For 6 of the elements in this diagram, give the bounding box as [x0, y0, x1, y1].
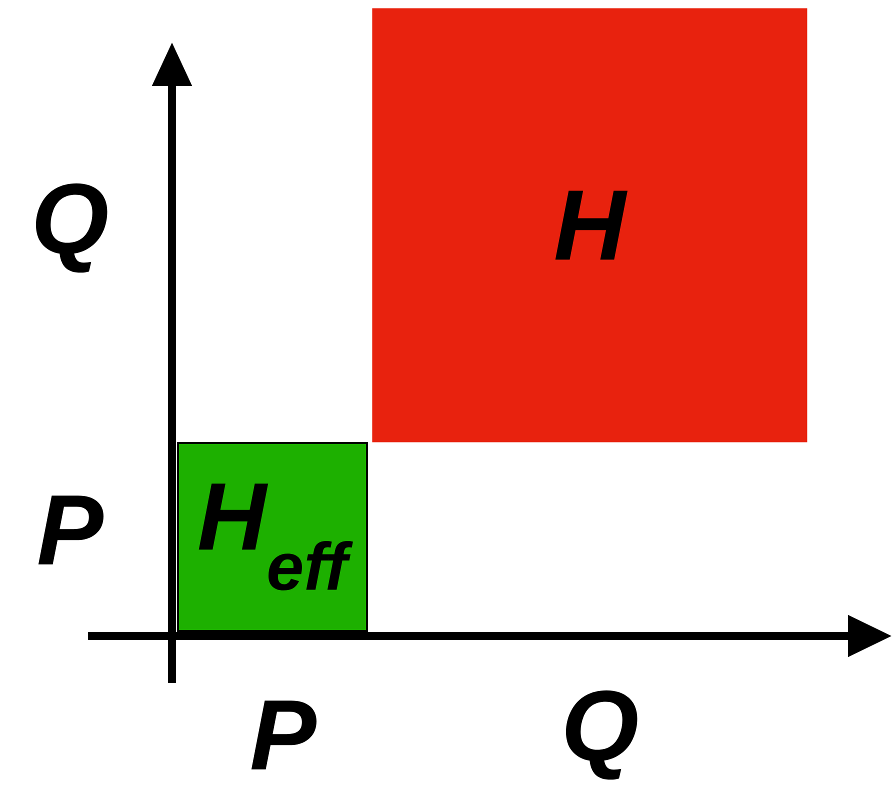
axis-label: P [251, 700, 316, 770]
axis-label: Q [36, 183, 108, 273]
box: H [372, 8, 808, 442]
box: H$_{eff}$ [177, 442, 368, 632]
axis-label: P [38, 496, 104, 564]
axis-label: Q [566, 690, 638, 780]
